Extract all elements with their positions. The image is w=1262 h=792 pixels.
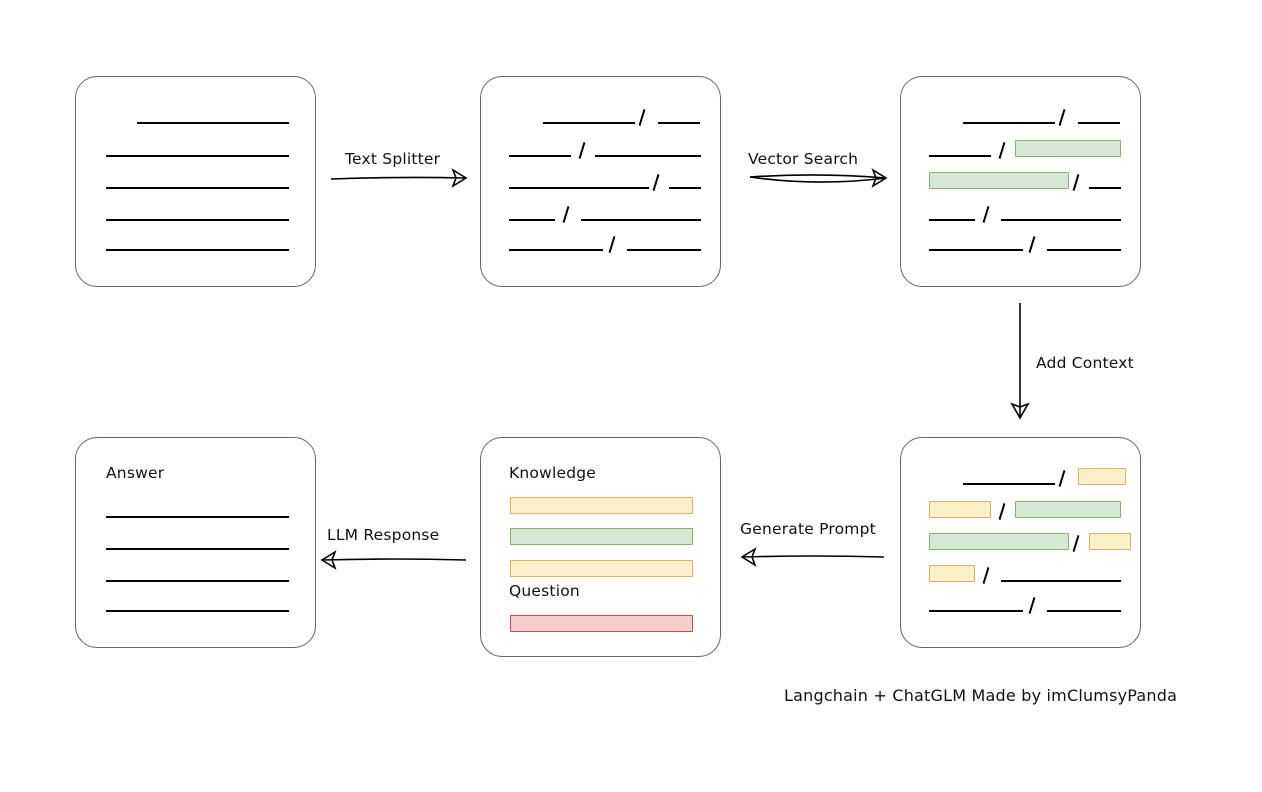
text-line — [106, 187, 289, 189]
chunk-separator-slash — [1058, 470, 1066, 487]
chunk-separator-slash — [562, 206, 570, 223]
text-line — [106, 548, 289, 550]
text-line — [137, 122, 289, 124]
text-line — [106, 580, 289, 582]
knowledge-bar-yellow — [510, 560, 693, 577]
highlight-chip-green — [1015, 501, 1121, 518]
question-heading: Question — [509, 582, 580, 600]
node-context-document — [900, 437, 1141, 648]
text-line — [1078, 122, 1120, 124]
text-line — [106, 155, 289, 157]
text-line — [929, 249, 1023, 251]
text-line — [1047, 249, 1121, 251]
question-bar-red — [510, 615, 693, 632]
edge-text-splitter-label: Text Splitter — [345, 150, 441, 168]
edge-generate-prompt-shaft — [741, 555, 885, 558]
footer-credit: Langchain + ChatGLM Made by imClumsyPand… — [784, 686, 1178, 705]
text-line — [658, 122, 700, 124]
text-line — [595, 155, 701, 157]
text-line — [669, 187, 701, 189]
text-line — [106, 516, 289, 518]
chunk-separator-slash — [998, 503, 1006, 520]
chunk-separator-slash — [1072, 174, 1080, 191]
chunk-separator-slash — [608, 236, 616, 253]
knowledge-bar-yellow — [510, 497, 693, 514]
text-line — [509, 249, 603, 251]
edge-vector-search-shaft — [749, 174, 887, 179]
chunk-separator-slash — [1072, 535, 1080, 552]
edge-add-context-arrowhead — [1010, 402, 1030, 420]
text-line — [1001, 580, 1121, 582]
highlight-chip-yellow — [1078, 468, 1126, 485]
edge-generate-prompt-label: Generate Prompt — [740, 520, 876, 538]
edge-vector-search-arrowhead — [871, 168, 888, 188]
highlight-chip-yellow — [1089, 533, 1131, 550]
text-line — [106, 219, 289, 221]
highlight-chip-green — [929, 172, 1069, 189]
edge-generate-prompt-arrowhead — [740, 547, 757, 567]
chunk-separator-slash — [578, 142, 586, 159]
chunk-separator-slash — [982, 206, 990, 223]
chunk-separator-slash — [1028, 597, 1036, 614]
edge-text-splitter-arrowhead — [451, 168, 468, 188]
text-line — [543, 122, 635, 124]
answer-heading: Answer — [106, 464, 165, 482]
knowledge-bar-green — [510, 528, 693, 545]
text-line — [106, 610, 289, 612]
node-source-document — [75, 76, 316, 287]
highlight-chip-green — [929, 533, 1069, 550]
text-line — [1047, 610, 1121, 612]
text-line — [963, 483, 1055, 485]
text-line — [509, 219, 555, 221]
node-answer-box: Answer — [75, 437, 316, 648]
text-line — [509, 155, 571, 157]
chunk-separator-slash — [652, 174, 660, 191]
highlight-chip-yellow — [929, 565, 975, 582]
text-line — [929, 219, 975, 221]
edge-add-context-label: Add Context — [1036, 354, 1134, 372]
text-line — [1001, 219, 1121, 221]
text-line — [929, 610, 1023, 612]
edge-llm-response-shaft — [321, 558, 467, 561]
text-line — [509, 187, 649, 189]
chunk-separator-slash — [638, 109, 646, 126]
text-line — [1089, 187, 1121, 189]
chunk-separator-slash — [982, 567, 990, 584]
text-line — [929, 155, 991, 157]
highlight-chip-green — [1015, 140, 1121, 157]
edge-llm-response-arrowhead — [320, 550, 337, 570]
edge-llm-response-label: LLM Response — [327, 526, 440, 544]
text-line — [627, 249, 701, 251]
edge-vector-search-label: Vector Search — [748, 150, 859, 168]
text-line — [106, 249, 289, 251]
text-line — [581, 219, 701, 221]
chunk-separator-slash — [1028, 236, 1036, 253]
node-chunked-document — [480, 76, 721, 287]
node-vector-matched-document — [900, 76, 1141, 287]
edge-text-splitter-shaft — [330, 176, 467, 180]
edge-vector-search-shaft-2 — [749, 176, 887, 183]
highlight-chip-yellow — [929, 501, 991, 518]
chunk-separator-slash — [1058, 109, 1066, 126]
chunk-separator-slash — [998, 142, 1006, 159]
text-line — [963, 122, 1055, 124]
knowledge-heading: Knowledge — [509, 464, 597, 482]
